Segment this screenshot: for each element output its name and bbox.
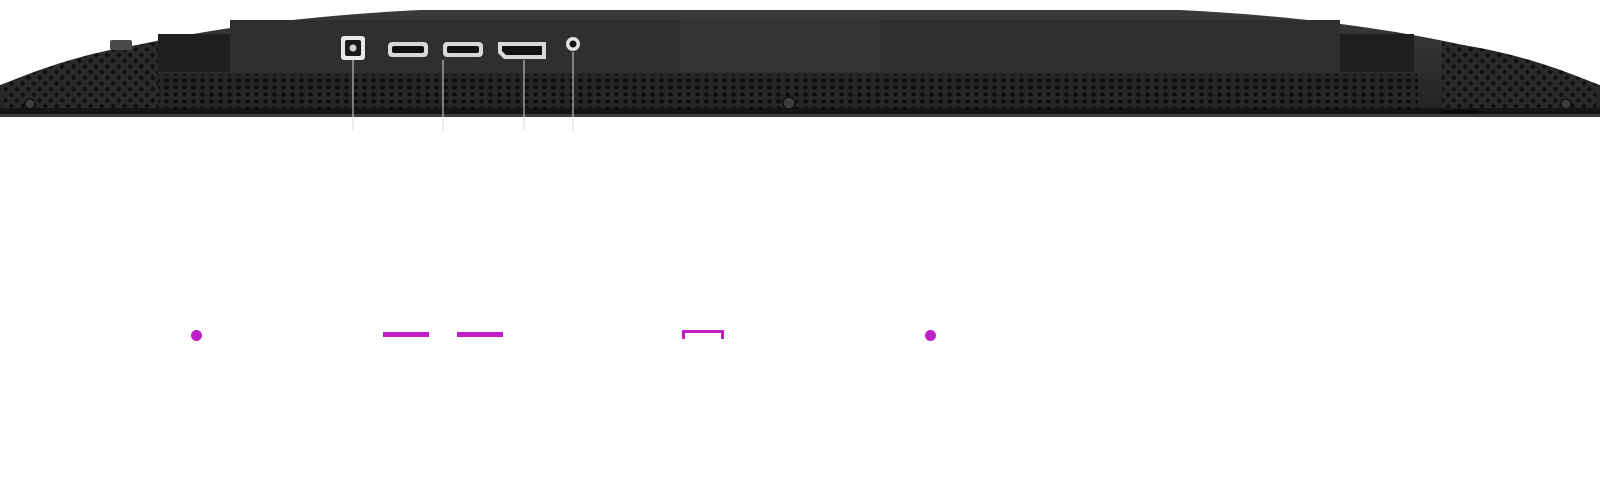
bottom-edge-highlight — [0, 114, 1600, 117]
hdmi-port-1 — [388, 42, 428, 57]
hdmi-port-2 — [443, 42, 483, 57]
screw-center — [782, 96, 796, 110]
right-vent-mesh — [1442, 42, 1596, 108]
left-vent-mesh — [4, 42, 158, 108]
legend-item-hdmi-1 — [383, 320, 429, 355]
displayport-bracket-icon — [682, 330, 724, 339]
monitor-bottom-view — [0, 10, 1600, 130]
bottom-lip — [0, 108, 1600, 114]
dc-in-port — [341, 36, 365, 60]
hdmi-2-bar-icon — [457, 332, 503, 337]
legend-item-hdmi-2 — [457, 320, 503, 355]
screw-left — [24, 98, 36, 110]
audio-out-port — [566, 37, 580, 51]
port-legend — [0, 320, 1600, 440]
legend-item-audio-out — [900, 320, 960, 359]
kensington-slot — [1440, 110, 1478, 114]
legend-item-displayport — [682, 320, 724, 357]
legend-item-dc-in — [166, 320, 226, 359]
hdmi-1-bar-icon — [383, 332, 429, 337]
audio-out-dot-icon — [924, 330, 936, 341]
displayport-port — [498, 42, 546, 59]
recess-shade — [680, 20, 880, 72]
dc-in-dot-icon — [190, 330, 202, 341]
screw-right — [1560, 98, 1572, 110]
left-tab — [110, 40, 132, 50]
